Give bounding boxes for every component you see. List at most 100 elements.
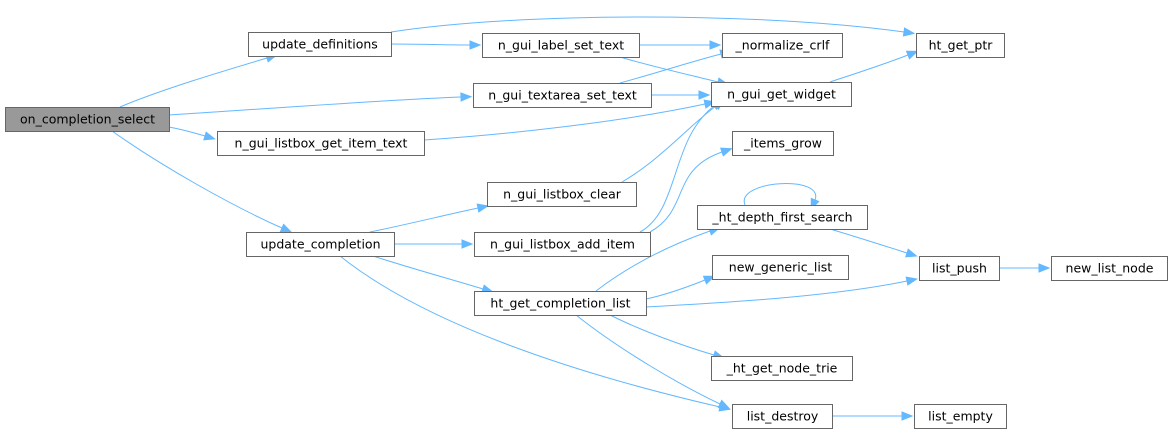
node-label: list_empty <box>928 409 993 424</box>
node-label: ht_get_completion_list <box>490 296 630 311</box>
node-label: _ht_get_node_trie <box>726 361 838 376</box>
node-box <box>732 404 833 429</box>
edge-n_gui_listbox_add_item-to-_items_grow <box>649 147 733 233</box>
node-label: _items_grow <box>743 136 822 151</box>
node-label: update_completion <box>260 237 380 252</box>
node-box <box>1051 256 1168 281</box>
edge-line <box>639 105 715 233</box>
edge-line <box>423 103 706 141</box>
edge-line <box>829 228 908 254</box>
edge-line <box>619 53 722 84</box>
node-label: update_definitions <box>262 37 378 52</box>
arrowhead <box>901 411 914 421</box>
arrowhead <box>905 248 918 258</box>
node-new-generic-list[interactable]: new_generic_list <box>712 255 849 280</box>
node-box <box>473 83 652 108</box>
node-n-gui-listbox-add-item[interactable]: n_gui_listbox_add_item <box>474 232 651 257</box>
node-label: _normalize_crlf <box>735 38 831 53</box>
node-list-push[interactable]: list_push <box>919 256 1000 281</box>
node-label: n_gui_listbox_add_item <box>490 237 635 252</box>
node-box <box>474 291 647 316</box>
edge-line <box>119 57 268 108</box>
edge-line <box>369 207 479 233</box>
edge-line <box>168 126 206 137</box>
arrowhead <box>702 275 716 285</box>
edge-line <box>645 279 706 300</box>
edge-on_completion_select-to-n_gui_listbox_get_item_text <box>168 126 216 141</box>
node-box <box>248 32 392 57</box>
edge-line <box>339 255 721 408</box>
node-ht-get-completion-list[interactable]: ht_get_completion_list <box>474 291 647 316</box>
edge-n_gui_textarea_set_text-to-n_gui_get_widget <box>650 90 711 100</box>
node-on-completion-select[interactable]: on_completion_select <box>5 107 170 132</box>
edge-n_gui_listbox_clear-to-n_gui_get_widget <box>621 99 726 183</box>
edge-line <box>168 96 462 116</box>
node-label: n_gui_listbox_get_item_text <box>235 136 408 151</box>
arrowhead <box>476 203 490 213</box>
edge-line <box>372 255 484 290</box>
edge-line <box>829 54 909 83</box>
arrowhead <box>698 90 711 100</box>
edge-on_completion_select-to-update_definitions <box>119 53 278 108</box>
node-items-grow[interactable]: _items_grow <box>732 131 834 156</box>
node-box <box>712 255 849 280</box>
node-label: n_gui_textarea_set_text <box>488 88 637 103</box>
node-normalize-crlf[interactable]: _normalize_crlf <box>722 33 843 58</box>
node-box <box>916 33 1005 58</box>
edge-n_gui_get_widget-to-ht_get_ptr <box>829 50 919 83</box>
node-box <box>217 131 425 156</box>
edge-ht_get_completion_list-to-list_push <box>645 276 919 308</box>
edge-_ht_depth_first_search-to-list_push <box>829 228 918 258</box>
nodes-layer: on_completion_select update_definitions n_… <box>5 32 1168 429</box>
node-ht-get-ptr[interactable]: ht_get_ptr <box>916 33 1005 58</box>
edge-line <box>621 105 717 183</box>
edge-update_completion-to-list_destroy <box>339 255 732 412</box>
node-ht-get-node-trie[interactable]: _ht_get_node_trie <box>711 356 853 381</box>
edge-list_push-to-new_list_node <box>999 263 1051 273</box>
node-box <box>711 82 852 107</box>
node-label: n_gui_listbox_clear <box>503 187 622 202</box>
node-box <box>914 404 1007 429</box>
node-box <box>246 232 395 257</box>
edge-update_definitions-to-n_gui_label_set_text <box>390 40 482 50</box>
node-box <box>722 33 843 58</box>
node-box <box>474 232 651 257</box>
node-box <box>697 205 868 230</box>
edge-update_definitions-to-ht_get_ptr <box>390 16 916 37</box>
edge-n_gui_label_set_text-to-_normalize_crlf <box>639 40 722 50</box>
node-box <box>482 33 640 58</box>
arrowhead <box>279 223 293 233</box>
node-update-definitions[interactable]: update_definitions <box>248 32 392 57</box>
arrowhead <box>203 131 216 141</box>
edge-update_completion-to-n_gui_listbox_clear <box>369 203 490 233</box>
node-new-list-node[interactable]: new_list_node <box>1051 256 1168 281</box>
node-label: ht_get_ptr <box>929 38 994 53</box>
edge-list_destroy-to-list_empty <box>831 411 914 421</box>
edge-line <box>609 314 715 356</box>
node-n-gui-textarea-set-text[interactable]: n_gui_textarea_set_text <box>473 83 652 108</box>
edge-line <box>619 56 719 83</box>
arrowhead <box>905 276 919 286</box>
node-ht-depth-first-search[interactable]: _ht_depth_first_search <box>697 205 868 230</box>
arrowhead <box>717 399 731 409</box>
node-box <box>711 356 853 381</box>
node-label: n_gui_get_widget <box>727 87 836 102</box>
node-list-destroy[interactable]: list_destroy <box>732 404 833 429</box>
arrowhead <box>902 27 916 37</box>
node-box <box>732 131 834 156</box>
node-label: _ht_depth_first_search <box>711 210 852 225</box>
node-update-completion[interactable]: update_completion <box>246 232 395 257</box>
node-n-gui-label-set-text[interactable]: n_gui_label_set_text <box>482 33 640 58</box>
edge-ht_get_completion_list-to-new_generic_list <box>645 275 716 300</box>
node-label: new_list_node <box>1066 261 1154 276</box>
edge-line <box>390 16 905 33</box>
edge-line <box>645 280 908 308</box>
node-n-gui-get-widget[interactable]: n_gui_get_widget <box>711 82 852 107</box>
node-n-gui-listbox-clear[interactable]: n_gui_listbox_clear <box>487 182 637 207</box>
edge-line <box>649 151 723 233</box>
arrowhead <box>469 40 482 50</box>
node-n-gui-listbox-get-item-text[interactable]: n_gui_listbox_get_item_text <box>217 131 425 156</box>
node-list-empty[interactable]: list_empty <box>914 404 1007 429</box>
edge-update_completion-to-ht_get_completion_list <box>372 255 494 294</box>
